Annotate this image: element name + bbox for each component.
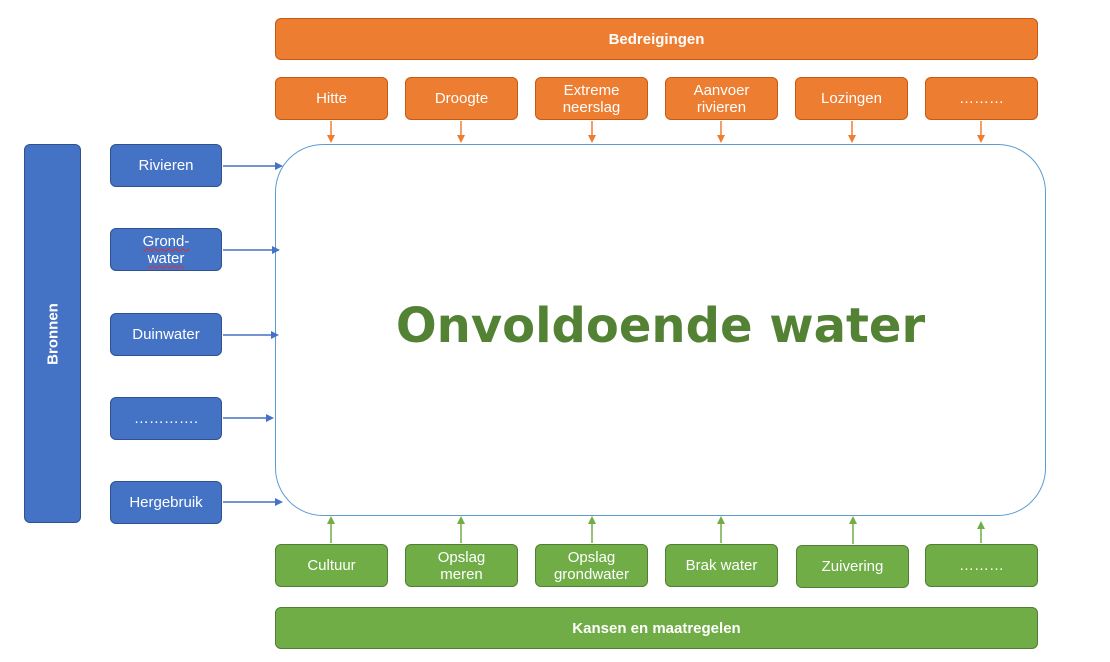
measure-label-line-1: Opslag: [437, 548, 486, 566]
source-label: Rivieren: [138, 157, 194, 174]
measure-opslag-grondwater: Opslag grondwater: [535, 544, 648, 587]
source-rivieren: Rivieren: [110, 144, 222, 187]
measure-label: Zuivering: [821, 558, 884, 575]
source-label: Duinwater: [132, 326, 200, 343]
threat-label-line-1: Aanvoer: [693, 81, 750, 99]
threats-banner-label: Bedreigingen: [608, 30, 705, 48]
measure-more: ………: [925, 544, 1038, 587]
threat-label: Lozingen: [821, 90, 882, 107]
threat-label-line-2: rivieren: [696, 98, 747, 116]
measure-label-line-2: meren: [440, 565, 483, 583]
threat-label-line-1: Extreme: [563, 81, 620, 99]
source-label-line-2: water: [147, 249, 185, 267]
threats-banner: Bedreigingen: [275, 18, 1038, 60]
source-duinwater: Duinwater: [110, 313, 222, 356]
threat-extreme-neerslag: Extreme neerslag: [535, 77, 648, 120]
threat-more: ………: [925, 77, 1038, 120]
threat-droogte: Droogte: [405, 77, 518, 120]
threat-hitte: Hitte: [275, 77, 388, 120]
source-label: Hergebruik: [129, 494, 203, 511]
measure-label-line-1: Opslag: [567, 548, 616, 566]
measure-label-line-2: grondwater: [553, 565, 630, 583]
sources-bar: Bronnen: [24, 144, 81, 523]
central-problem-box: Onvoldoende water: [275, 144, 1046, 516]
threat-lozingen: Lozingen: [795, 77, 908, 120]
source-label-line-1: Grond-: [142, 232, 190, 250]
measure-zuivering: Zuivering: [796, 545, 909, 588]
threat-label: Droogte: [434, 90, 489, 107]
measure-opslag-meren: Opslag meren: [405, 544, 518, 587]
source-grondwater: Grond- water: [110, 228, 222, 271]
threat-label: Hitte: [316, 90, 347, 107]
measure-label: Cultuur: [307, 557, 356, 574]
threat-label-line-2: neerslag: [562, 98, 621, 116]
sources-bar-label: Bronnen: [44, 302, 61, 365]
source-hergebruik: Hergebruik: [110, 481, 222, 524]
measure-label: ………: [959, 557, 1004, 574]
source-more: ………….: [110, 397, 222, 440]
measure-cultuur: Cultuur: [275, 544, 388, 587]
measure-brak-water: Brak water: [665, 544, 778, 587]
measure-label: Brak water: [685, 557, 758, 574]
threat-aanvoer-rivieren: Aanvoer rivieren: [665, 77, 778, 120]
source-label: ………….: [133, 410, 199, 427]
measures-banner: Kansen en maatregelen: [275, 607, 1038, 649]
central-title: Onvoldoende water: [395, 298, 926, 354]
measures-banner-label: Kansen en maatregelen: [572, 619, 741, 637]
threat-label: ………: [959, 90, 1004, 107]
